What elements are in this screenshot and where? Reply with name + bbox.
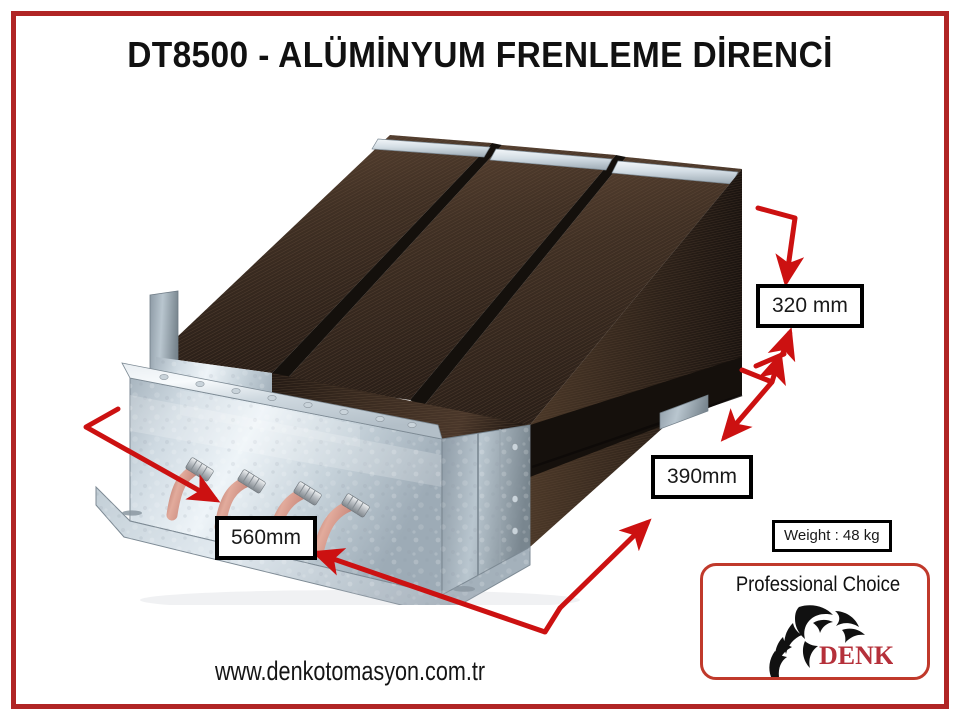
product-photo [60,95,800,605]
dimension-label-depth: 390mm [651,455,754,499]
footer-website-url: www.denkotomasyon.com.tr [214,656,486,686]
page-title: DT8500 - ALÜMİNYUM FRENLEME DİRENCİ [127,34,833,75]
denk-logo-icon: DENK [769,605,893,677]
top-flange-strip [121,362,443,440]
weight-label: Weight : 48 kg [772,520,892,552]
cross-rails [371,138,739,185]
badge-tagline: Professional Choice [735,573,901,596]
denk-wordmark: DENK [819,641,893,670]
dimension-label-height: 320 mm [756,284,864,328]
fin-top-surface [156,135,742,425]
professional-choice-badge: Professional Choice DENK [700,563,930,680]
dimension-label-width: 560mm [215,516,318,560]
